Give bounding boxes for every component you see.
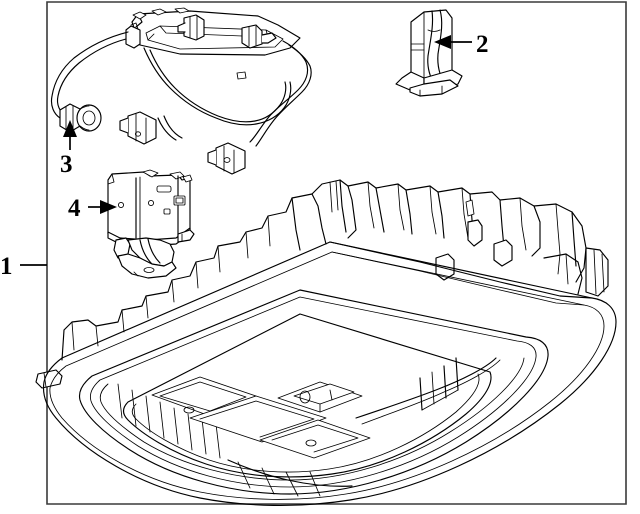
harness-tray — [130, 7, 301, 80]
harness-cable-branch-to-mid-connector — [157, 115, 183, 141]
callout-2-arrowhead — [434, 35, 451, 49]
harness-routing-clip-right — [241, 24, 277, 49]
callout-3-arrowhead — [63, 120, 77, 137]
microphone-connector — [59, 103, 102, 133]
harness-clip-left-end — [125, 25, 141, 49]
console-outer-shell — [42, 241, 617, 506]
console-front-lip-slats — [227, 459, 353, 497]
console-rear-center-block — [311, 179, 505, 249]
harness-cable-main-right — [249, 40, 312, 147]
console-sunroof-switch — [277, 381, 363, 413]
wiring-harness-assembly — [50, 7, 312, 175]
console-left-vent-slats — [117, 383, 221, 459]
callout-4: 4 — [68, 195, 117, 222]
control-module — [107, 169, 195, 279]
callout-3: 3 — [60, 120, 77, 178]
harness-cable-mid-loop — [143, 47, 292, 126]
overhead-console-body — [35, 179, 617, 506]
harness-inline-connector-lower — [207, 142, 246, 175]
console-rear-right-ledge — [329, 241, 593, 306]
callout-4-arrowhead — [100, 200, 117, 214]
console-rear-wall — [61, 193, 327, 361]
harness-cable-left-branch — [50, 31, 129, 119]
diagram-frame — [46, 1, 627, 505]
console-left-mount-tab — [35, 369, 63, 389]
console-inner-recess — [78, 289, 549, 495]
console-right-storage-bin — [355, 357, 501, 425]
callout-2-number: 2 — [476, 31, 489, 58]
harness-inline-connector-mid — [119, 111, 157, 145]
harness-routing-clip-center — [177, 14, 205, 41]
callout-1-number: 1 — [0, 253, 13, 280]
callout-2: 2 — [434, 31, 489, 58]
callout-4-number: 4 — [68, 195, 81, 222]
console-center-island — [122, 313, 492, 478]
retainer-bracket-clip — [395, 9, 463, 97]
console-center-switch-pack — [189, 395, 371, 459]
callout-3-number: 3 — [60, 151, 73, 178]
callout-1: 1 — [0, 253, 47, 280]
